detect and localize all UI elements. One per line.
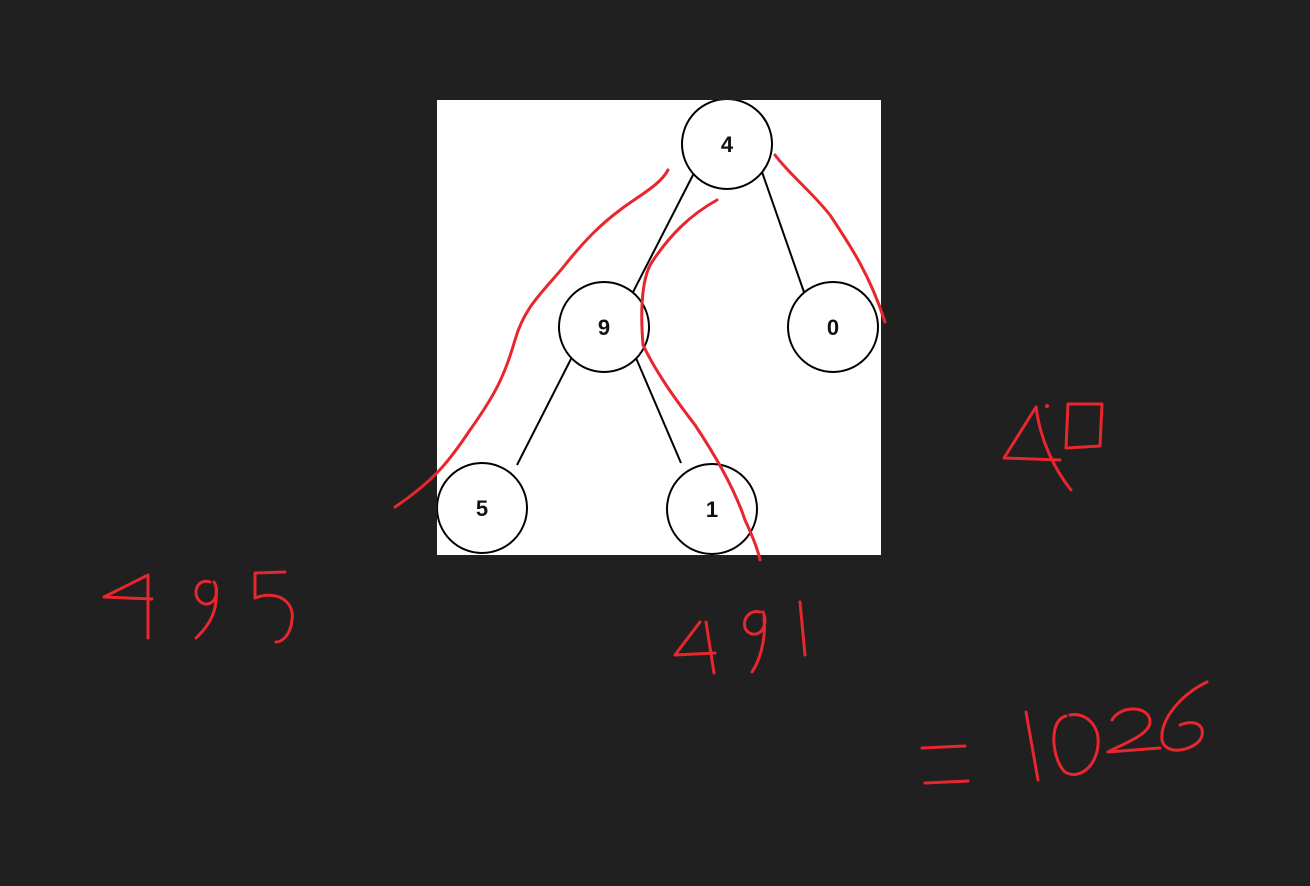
handwritten-491 (673, 600, 807, 675)
node-label: 4 (721, 132, 734, 157)
node-label: 0 (827, 315, 839, 340)
edge-left-left-right (635, 357, 682, 464)
node-label: 9 (598, 315, 610, 340)
tree-node-left-right: 1 (666, 463, 758, 555)
binary-tree-image: 4 9 0 5 1 (437, 100, 881, 555)
node-label: 1 (706, 497, 718, 522)
edge-root-right (761, 171, 806, 296)
node-label: 5 (476, 496, 488, 521)
edge-root-left (629, 172, 695, 299)
tree-node-left-left: 5 (437, 462, 528, 554)
handwritten-40 (1002, 402, 1104, 492)
tree-node-root: 4 (681, 100, 773, 190)
edge-left-left-left (516, 354, 574, 466)
handwritten-total (920, 680, 1209, 785)
handwritten-495 (102, 570, 294, 644)
binary-tree-diagram: 4 9 0 5 1 (437, 100, 879, 555)
tree-node-left: 9 (558, 281, 650, 373)
tree-node-right: 0 (787, 281, 879, 373)
